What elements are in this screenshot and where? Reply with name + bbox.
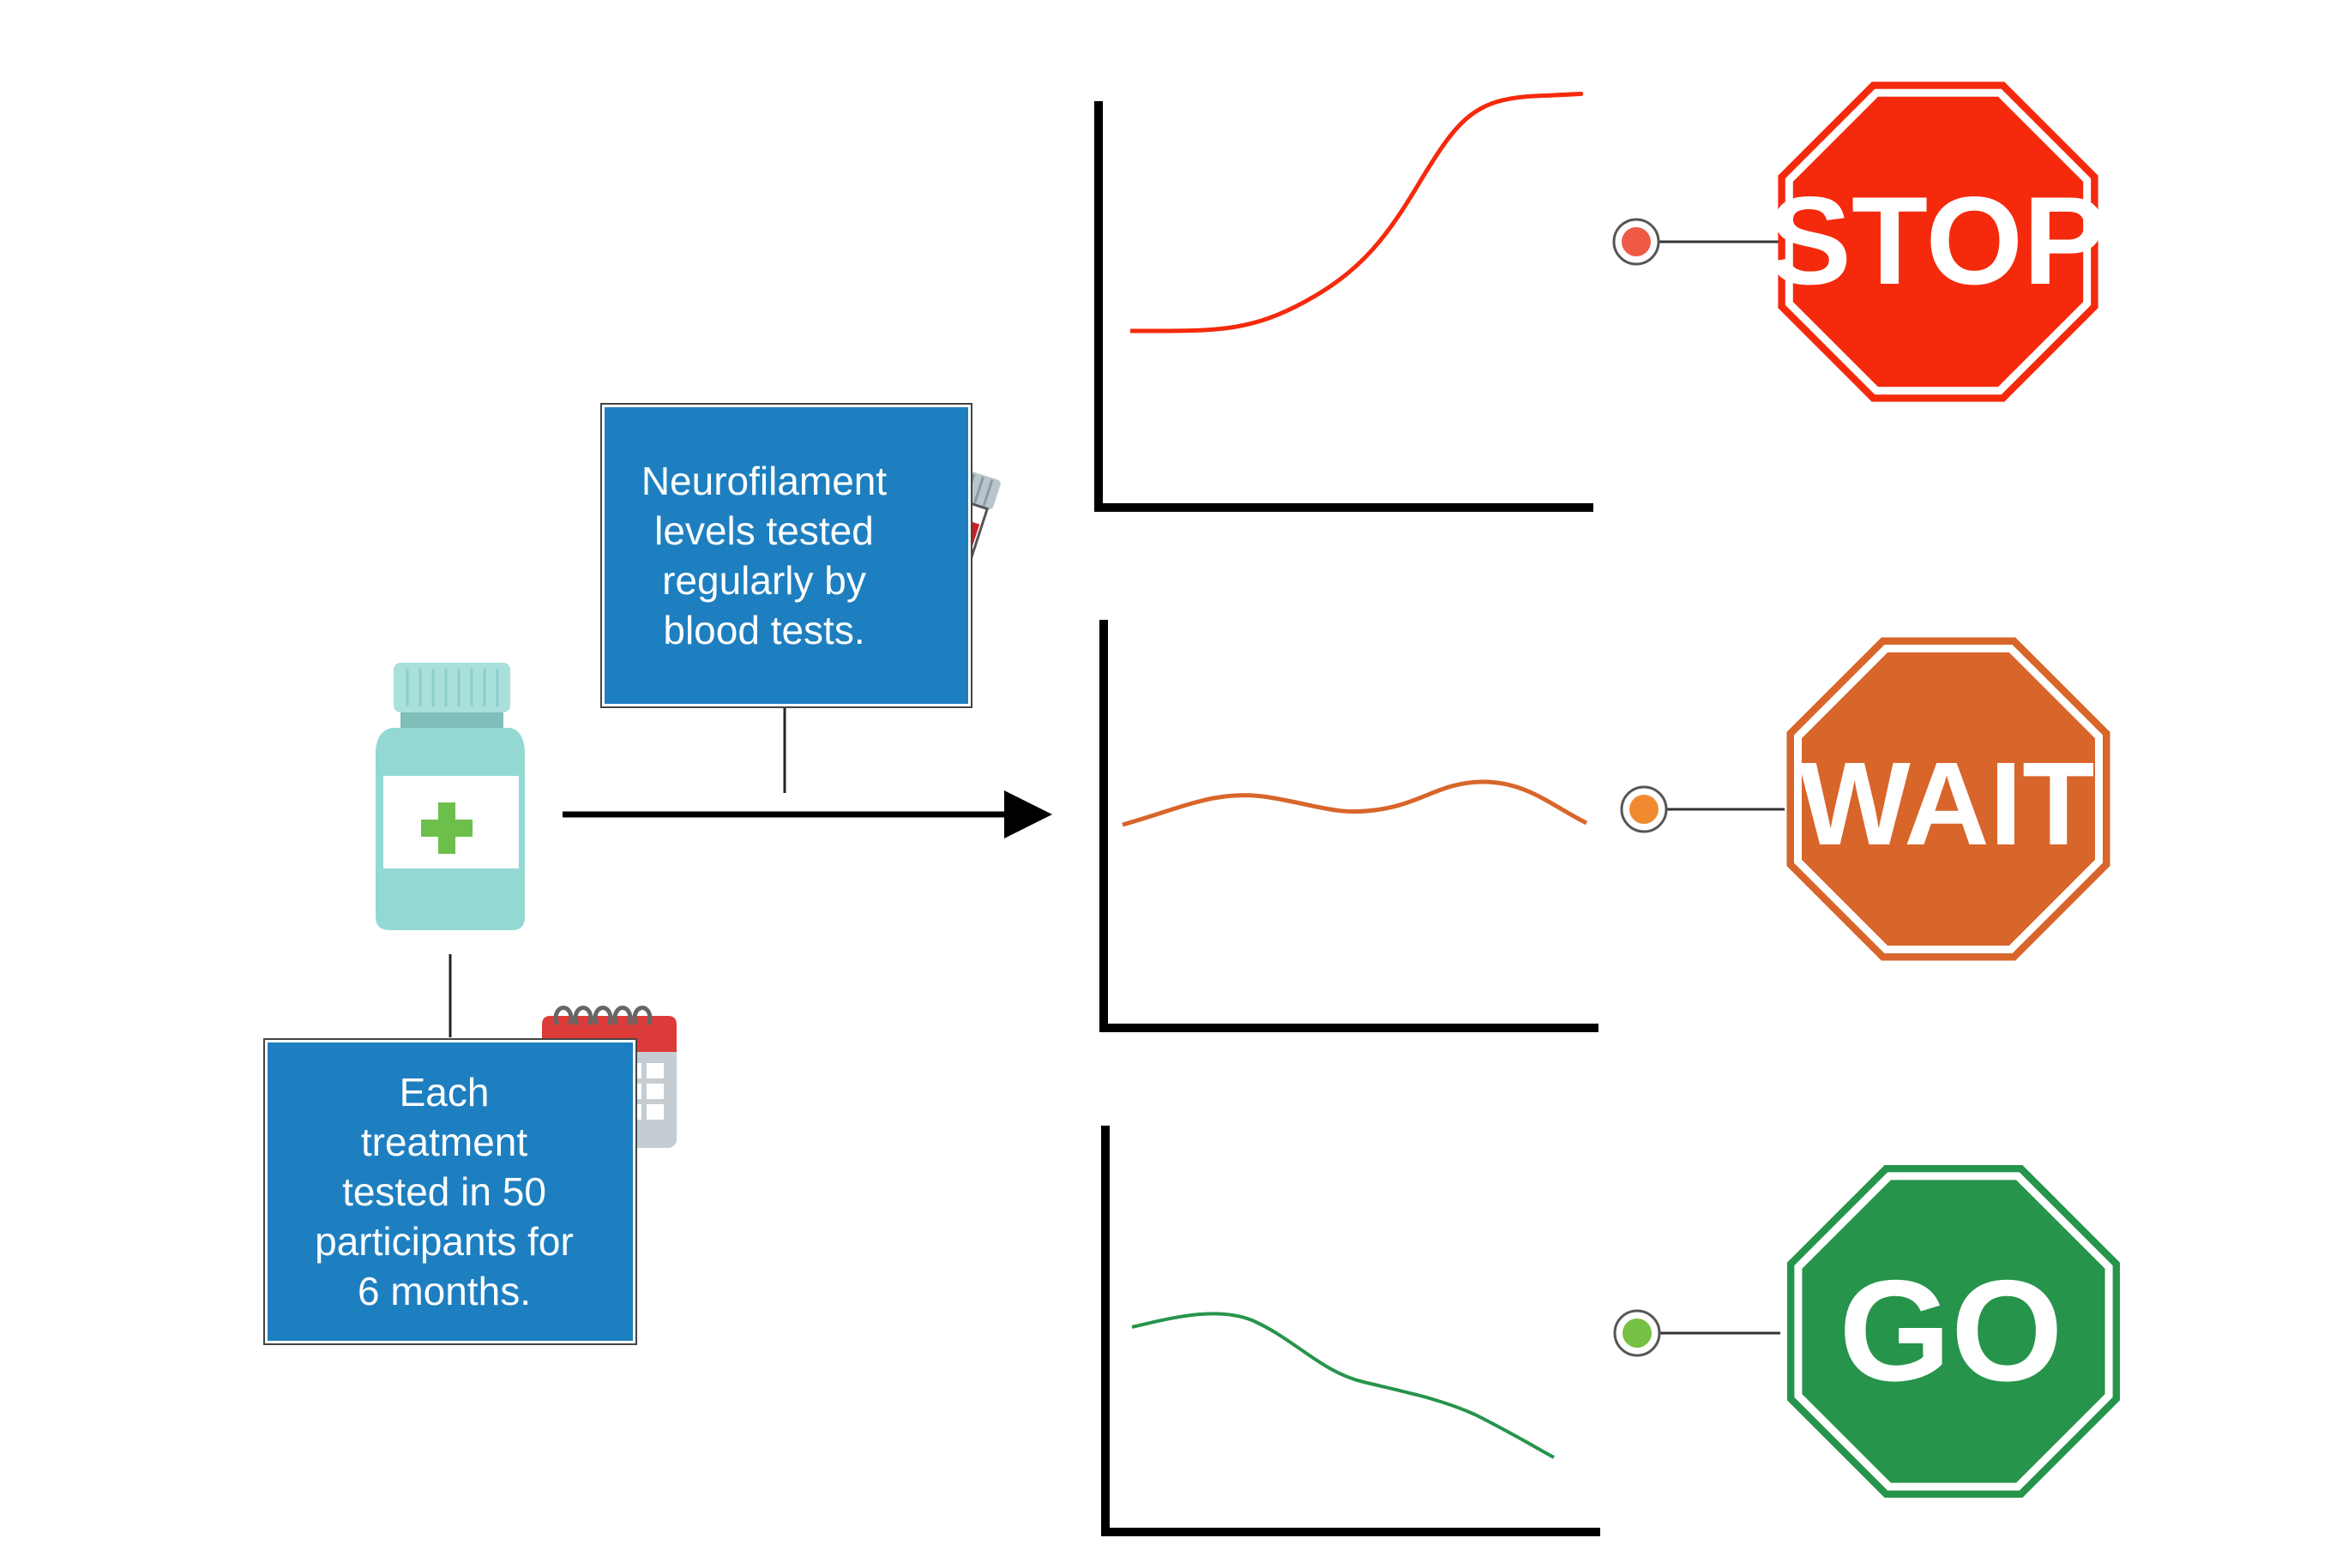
wait-sign-icon: WAIT (1786, 637, 2110, 961)
stop-sign-label: STOP (1768, 171, 2107, 310)
medicine-bottle-icon (376, 663, 525, 930)
blood-test-info-box: Neurofilament levels tested regularly by… (600, 403, 972, 708)
blood-test-line-4: blood tests. (663, 608, 865, 652)
chart-stop (1094, 91, 1593, 512)
go-sign-label: GO (1839, 1250, 2062, 1411)
chart-stop-line (1129, 91, 1584, 333)
calendar-cell (647, 1084, 664, 1099)
chart-wait-axes (1099, 620, 1598, 1032)
outcome-connectors (1612, 218, 1785, 1357)
chart-wait (1099, 620, 1598, 1032)
stop-sign-icon: STOP (1768, 81, 2107, 402)
go-sign-icon: GO (1787, 1165, 2120, 1498)
treatment-line-5: 6 months. (357, 1269, 531, 1313)
chart-wait-line (1122, 779, 1588, 827)
chart-go-axes (1101, 1126, 1600, 1536)
treatment-line-1: Each (399, 1070, 490, 1114)
treatment-line-3: tested in 50 (342, 1169, 546, 1214)
blood-test-line-2: levels tested (654, 508, 874, 553)
chart-go-line (1131, 1312, 1555, 1459)
treatment-line-2: treatment (360, 1120, 528, 1164)
chart-stop-axes (1094, 101, 1593, 512)
connectors (449, 708, 1052, 1037)
treatment-info-box: Each treatment tested in 50 participants… (263, 1038, 637, 1345)
blood-test-line-1: Neurofilament (641, 459, 888, 503)
blood-test-line-3: regularly by (662, 558, 866, 603)
treatment-line-4: participants for (315, 1219, 574, 1264)
wait-sign-label: WAIT (1799, 738, 2095, 870)
chart-go (1101, 1126, 1600, 1536)
calendar-cell (647, 1104, 664, 1120)
calendar-cell (647, 1063, 664, 1078)
